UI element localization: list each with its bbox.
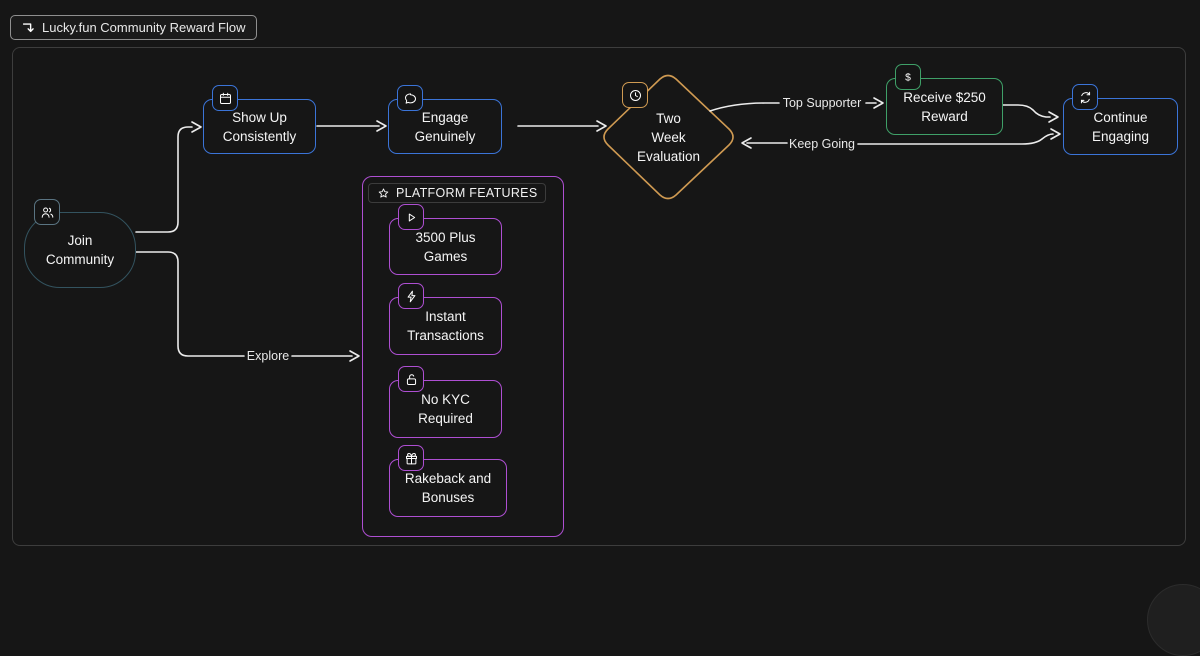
- clock-icon: [622, 82, 648, 108]
- node-label: Community: [45, 252, 115, 267]
- node-label: Evaluation: [636, 148, 701, 164]
- node-show-up-consistently[interactable]: Show Up Consistently: [203, 85, 316, 154]
- node-3500-plus-games[interactable]: 3500 Plus Games: [389, 204, 502, 275]
- diagram-title-chip[interactable]: Lucky.fun Community Reward Flow: [10, 15, 257, 40]
- node-label: Reward: [921, 108, 968, 124]
- dollar-icon: $: [895, 64, 921, 90]
- node-label: Consistently: [222, 128, 297, 144]
- node-label: Instant: [425, 309, 466, 324]
- svg-text:$: $: [905, 72, 911, 83]
- node-label: Transactions: [407, 328, 484, 343]
- platform-features-title: PLATFORM FEATURES: [396, 186, 538, 200]
- node-label: Receive $250: [903, 89, 986, 105]
- node-label: Bonuses: [421, 490, 475, 505]
- node-label: Engaging: [1091, 128, 1150, 144]
- node-no-kyc-required[interactable]: No KYC Required: [389, 366, 502, 438]
- platform-features-header: PLATFORM FEATURES: [368, 183, 547, 203]
- play-icon: [398, 204, 424, 230]
- node-rakeback-and-bonuses[interactable]: Rakeback and Bonuses: [389, 445, 507, 517]
- node-join-community[interactable]: Join Community: [24, 199, 136, 288]
- node-label: 3500 Plus: [415, 229, 476, 245]
- node-label: Required: [418, 411, 473, 426]
- node-label: Rakeback and: [404, 471, 492, 486]
- canvas-frame: [12, 47, 1186, 546]
- floating-action-button[interactable]: [1147, 584, 1200, 656]
- node-label: Games: [423, 248, 468, 264]
- node-engage-genuinely[interactable]: Engage Genuinely: [388, 85, 502, 154]
- refresh-icon: [1072, 84, 1098, 110]
- node-label: Two: [656, 110, 681, 126]
- gift-icon: [398, 445, 424, 471]
- node-label: Join: [67, 233, 93, 248]
- node-instant-transactions[interactable]: Instant Transactions: [389, 283, 502, 355]
- users-icon: [34, 199, 60, 225]
- node-label: Engage: [421, 109, 469, 125]
- node-continue-engaging[interactable]: Continue Engaging: [1063, 84, 1178, 155]
- node-label: Show Up: [232, 109, 287, 125]
- node-label: Continue: [1093, 109, 1148, 125]
- diagram-title: Lucky.fun Community Reward Flow: [42, 20, 246, 35]
- node-label: No KYC: [421, 392, 470, 407]
- flowchart-icon: [22, 22, 34, 32]
- chat-bubble-icon: [397, 85, 423, 111]
- platform-features-container[interactable]: PLATFORM FEATURES: [362, 176, 564, 537]
- node-label: Genuinely: [414, 128, 476, 144]
- star-icon: [378, 187, 389, 198]
- node-label: Week: [651, 129, 686, 145]
- node-two-week-evaluation[interactable]: Two Week Evaluation: [600, 72, 737, 202]
- lightning-icon: [398, 283, 424, 309]
- lock-open-icon: [398, 366, 424, 392]
- node-receive-250-reward[interactable]: $ Receive $250 Reward: [886, 64, 1003, 135]
- calendar-icon: [212, 85, 238, 111]
